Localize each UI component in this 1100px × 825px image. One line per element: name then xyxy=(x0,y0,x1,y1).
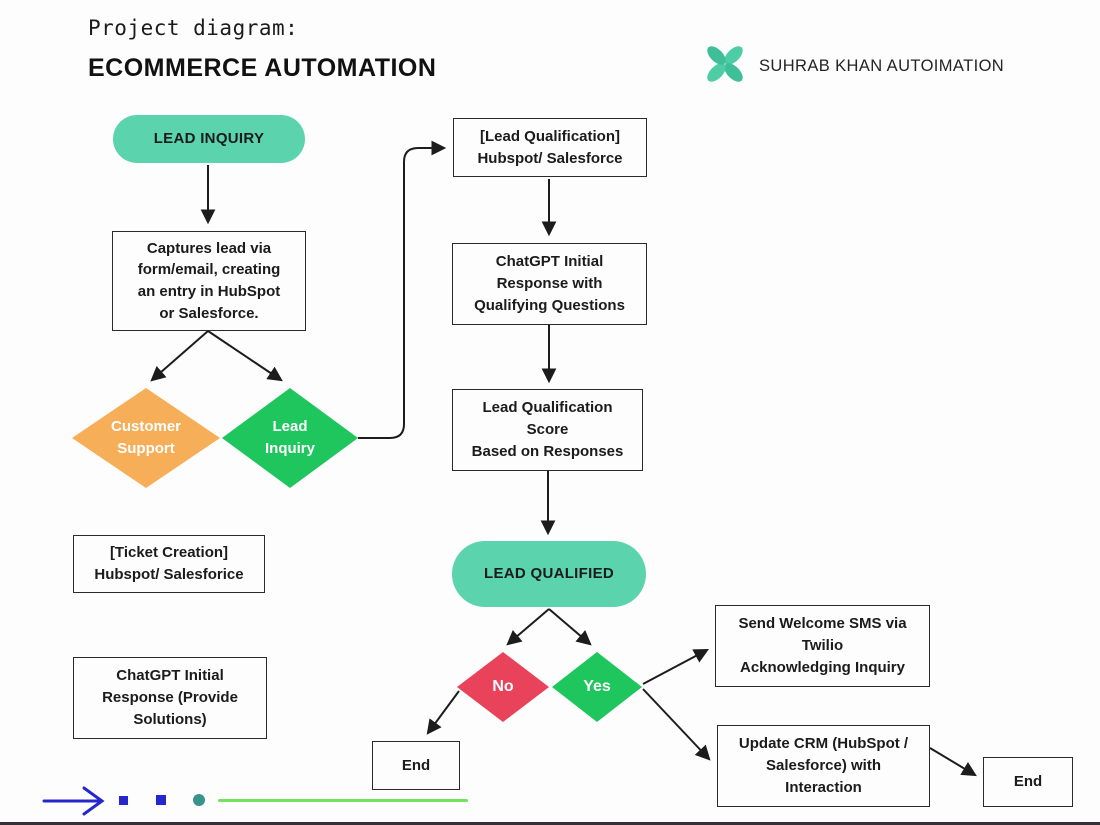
node-lead-score: Lead Qualification Score Based on Respon… xyxy=(452,389,643,471)
node-lead-qualified: LEAD QUALIFIED xyxy=(452,541,646,607)
green-line-decoration xyxy=(218,799,468,802)
node-lead-inquiry-start: LEAD INQUIRY xyxy=(113,115,305,163)
node-end-left: End xyxy=(372,741,460,790)
node-end-right: End xyxy=(983,757,1073,807)
node-customer-support-decision: Customer Support xyxy=(72,388,220,488)
node-chatgpt-qualifying: ChatGPT Initial Response with Qualifying… xyxy=(452,243,647,325)
teal-circle-dot-icon xyxy=(193,794,205,806)
brand: SUHRAB KHAN AUTOIMATION xyxy=(703,42,1004,91)
node-chatgpt-solutions: ChatGPT Initial Response (Provide Soluti… xyxy=(73,657,267,739)
bottom-edge-bar xyxy=(0,822,1100,825)
blue-square-dot-icon xyxy=(156,795,166,805)
blue-arrow-icon xyxy=(42,786,105,816)
node-send-welcome-sms: Send Welcome SMS via Twilio Acknowledgin… xyxy=(715,605,930,687)
four-petal-flower-icon xyxy=(703,42,747,91)
blue-square-dot-icon xyxy=(119,796,128,805)
project-label: Project diagram: xyxy=(88,16,299,40)
node-captures-lead: Captures lead via form/email, creating a… xyxy=(112,231,306,331)
node-lead-inquiry-decision: Lead Inquiry xyxy=(222,388,358,488)
node-yes-decision: Yes xyxy=(552,652,642,722)
brand-name: SUHRAB KHAN AUTOIMATION xyxy=(759,57,1005,75)
page-title: ECOMMERCE AUTOMATION xyxy=(88,54,437,82)
node-lead-qualification: [Lead Qualification] Hubspot/ Salesforce xyxy=(453,118,647,177)
node-update-crm: Update CRM (HubSpot / Salesforce) with I… xyxy=(717,725,930,807)
node-ticket-creation: [Ticket Creation] Hubspot/ Salesforice xyxy=(73,535,265,593)
node-no-decision: No xyxy=(457,652,549,722)
